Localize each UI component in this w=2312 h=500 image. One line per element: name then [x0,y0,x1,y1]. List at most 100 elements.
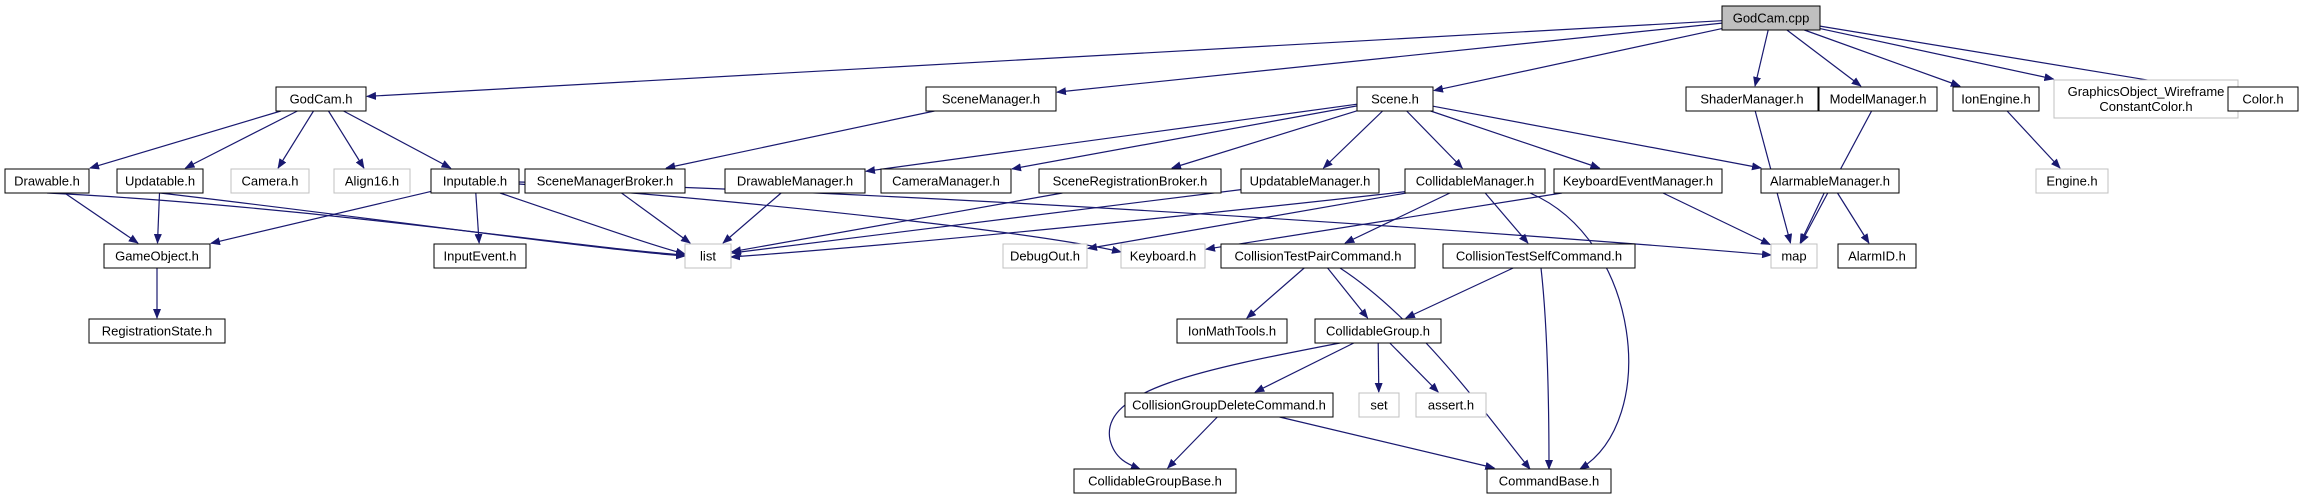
node-label: AlarmableManager.h [1770,174,1890,189]
node-sceneregistrationbroker-h[interactable]: SceneRegistrationBroker.h [1038,168,1222,194]
node-label: Scene.h [1371,92,1419,107]
edge-godcam_h-to-drawable_h [89,110,282,170]
node-label: CameraManager.h [892,174,1000,189]
node-label: Keyboard.h [1130,249,1197,264]
node-camera-h: Camera.h [230,168,310,194]
edge-collisiongroupdeletecommand_h-to-collidablegroupbase_h [1167,416,1218,469]
node-label: map [1781,249,1806,264]
node-box [1120,243,1206,269]
node-box [1770,243,1818,269]
node-collisiontestselfcommand-h[interactable]: CollisionTestSelfCommand.h [1442,243,1636,269]
node-label: AlarmID.h [1848,249,1906,264]
node-box [103,243,211,269]
node-list: list [684,243,732,269]
node-collidablegroup-h[interactable]: CollidableGroup.h [1314,318,1442,344]
node-box [275,86,367,112]
dependency-edges [46,20,2228,470]
node-ionengine-h[interactable]: IonEngine.h [1952,86,2040,112]
node-label: CollisionTestPairCommand.h [1235,249,1402,264]
node-label: SceneManager.h [942,92,1040,107]
node-godcam-h[interactable]: GodCam.h [275,86,367,112]
node-align16-h: Align16.h [333,168,411,194]
node-box [524,168,686,194]
edge-updatable_h-to-gameobject_h [153,192,162,244]
node-collidablegroupbase-h[interactable]: CollidableGroupBase.h [1073,468,1237,494]
edge-scene_h-to-drawablemanager_h [865,103,1358,175]
edge-godcam_cpp-to-shadermanager_h [1753,29,1769,87]
node-label: IonEngine.h [1961,92,2030,107]
node-box [1002,243,1088,269]
edge-inputable_h-to-gameobject_h [210,190,432,246]
node-box [4,168,90,194]
edge-sceneregistrationbroker_h-to-list [731,192,1063,255]
edge-godcam_cpp-to-scenemanager_h [1056,22,1723,96]
node-gameobject-h[interactable]: GameObject.h [103,243,211,269]
node-box [724,168,866,194]
node-box [1073,468,1237,494]
node-label: assert.h [1428,398,1474,413]
node-ionmathtools-h[interactable]: IonMathTools.h [1176,318,1288,344]
node-box [880,168,1012,194]
node-commandbase-h[interactable]: CommandBase.h [1486,468,1612,494]
edge-collisiontestselfcommand_h-to-commandbase_h [1540,267,1553,470]
node-box [1404,168,1546,194]
node-color-h[interactable]: Color.h [2227,86,2299,112]
edge-scene_h-to-alarmablemanager_h [1432,105,1762,171]
node-box [1038,168,1222,194]
edge-godcam_cpp-to-ionengine_h [1804,29,1961,87]
node-box [1176,318,1288,344]
edge-scenemanagerbroker_h-to-list [621,192,691,244]
node-label: Align16.h [345,174,399,189]
node-box [1486,468,1612,494]
node-label: CollidableGroupBase.h [1088,474,1222,489]
node-registrationstate-h[interactable]: RegistrationState.h [88,318,226,344]
node-box [1760,168,1900,194]
node-updatablemanager-h[interactable]: UpdatableManager.h [1240,168,1380,194]
edge-collisiontestpaircommand_h-to-collidablegroup_h [1327,267,1369,319]
edge-collisiontestpaircommand_h-to-ionmathtools_h [1246,267,1305,319]
node-map: map [1770,243,1818,269]
edge-collidablemanager_h-to-debugout_h [1087,192,1407,251]
node-cameramanager-h[interactable]: CameraManager.h [880,168,1012,194]
node-label: GodCam.h [290,92,353,107]
edge-collidablegroup_h-to-collidablegroupbase_h [1108,342,1341,470]
node-label: DrawableManager.h [737,174,853,189]
edge-keyboardeventmanager_h-to-map [1662,192,1771,246]
node-godcam-cpp[interactable]: GodCam.cpp [1721,5,1821,31]
node-keyboardeventmanager-h[interactable]: KeyboardEventManager.h [1553,168,1723,194]
node-updatable-h[interactable]: Updatable.h [116,168,204,194]
node-shadermanager-h[interactable]: ShaderManager.h [1685,86,1819,112]
node-scenemanagerbroker-h[interactable]: SceneManagerBroker.h [524,168,686,194]
node-box [333,168,411,194]
node-set: set [1358,392,1400,418]
node-modelmanager-h[interactable]: ModelManager.h [1818,86,1938,112]
node-box [925,86,1057,112]
edge-drawablemanager_h-to-list [722,192,782,244]
node-box [2035,168,2109,194]
node-collidablemanager-h[interactable]: CollidableManager.h [1404,168,1546,194]
node-drawable-h[interactable]: Drawable.h [4,168,90,194]
edge-godcam_h-to-updatable_h [184,110,298,169]
node-box [1240,168,1380,194]
node-drawablemanager-h[interactable]: DrawableManager.h [724,168,866,194]
edge-collisiontestpaircommand_h-to-commandbase_h [1339,267,1531,470]
node-inputevent-h[interactable]: InputEvent.h [433,243,527,269]
edge-alarmablemanager_h-to-map [1799,192,1825,244]
node-label: SceneManagerBroker.h [537,174,674,189]
node-scenemanager-h[interactable]: SceneManager.h [925,86,1057,112]
node-inputable-h[interactable]: Inputable.h [430,168,520,194]
node-box [1415,392,1487,418]
node-collisiontestpaircommand-h[interactable]: CollisionTestPairCommand.h [1220,243,1416,269]
node-label: Color.h [2242,92,2283,107]
node-scene-h[interactable]: Scene.h [1356,86,1434,112]
edge-updatablemanager_h-to-list [731,189,1242,256]
node-label: Drawable.h [14,174,80,189]
edge-scene_h-to-collidablemanager_h [1406,110,1463,169]
node-label: CollisionGroupDeleteCommand.h [1132,398,1326,413]
node-alarmablemanager-h[interactable]: AlarmableManager.h [1760,168,1900,194]
node-collisiongroupdeletecommand-h[interactable]: CollisionGroupDeleteCommand.h [1124,392,1334,418]
edge-godcam_h-to-camera_h [277,110,315,169]
edge-inputable_h-to-inputevent_h [474,192,483,244]
node-alarmid-h[interactable]: AlarmID.h [1837,243,1917,269]
node-label: set [1370,398,1388,413]
